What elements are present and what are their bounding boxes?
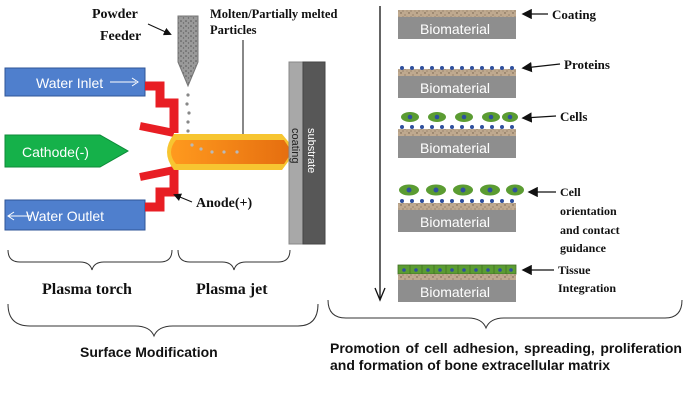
anode-lower-wedge bbox=[139, 166, 175, 181]
stage-label-3: and contact bbox=[560, 223, 620, 237]
plasma-torch-brace bbox=[7, 249, 173, 271]
protein-dots bbox=[400, 66, 514, 70]
protein-dots bbox=[400, 199, 514, 203]
promotion-caption: Promotion of cell adhesion, spreading, p… bbox=[330, 340, 682, 373]
biomaterial-label: Biomaterial bbox=[420, 140, 490, 156]
stage-arrow bbox=[521, 112, 557, 123]
cathode-label: Cathode(-) bbox=[22, 144, 89, 160]
biomaterial-block bbox=[398, 17, 516, 39]
water-outlet-label: Water Outlet bbox=[26, 208, 104, 224]
anode-upper-wedge bbox=[139, 122, 175, 137]
powder-feeder-label: Powder bbox=[92, 7, 138, 22]
cell-row bbox=[399, 184, 524, 196]
biomaterial-label: Biomaterial bbox=[420, 21, 490, 37]
biomaterial-label: Biomaterial bbox=[420, 284, 490, 300]
particles-label-2: Particles bbox=[210, 23, 257, 37]
stage-cell-orientation: Biomaterial Cell orientation and contact… bbox=[398, 184, 620, 255]
substrate-block bbox=[302, 61, 326, 245]
biomaterial-label: Biomaterial bbox=[420, 80, 490, 96]
anode-arrow bbox=[173, 193, 193, 203]
stage-proteins: Biomaterial Proteins bbox=[398, 57, 610, 98]
particles-label: Molten/Partially melted bbox=[210, 7, 337, 21]
stage-label: Cell bbox=[560, 185, 581, 199]
anode-label: Anode(+) bbox=[196, 196, 253, 211]
stage-coating: Biomaterial Coating bbox=[398, 7, 597, 39]
surface-modification-caption: Surface Modification bbox=[80, 344, 218, 360]
cathode-shape bbox=[4, 134, 130, 168]
stage-label-2: Integration bbox=[558, 281, 616, 295]
coating-label: coating bbox=[289, 128, 301, 163]
jet-particles bbox=[190, 143, 239, 154]
plasma-torch-label: Plasma torch bbox=[42, 281, 132, 298]
stage-label-2: orientation bbox=[560, 204, 617, 218]
stage-label: Coating bbox=[552, 7, 597, 22]
stage-label-4: guidance bbox=[560, 241, 607, 255]
powder-feeder-label-2: Feeder bbox=[100, 29, 141, 44]
protein-dots bbox=[400, 125, 514, 129]
stage-arrow bbox=[521, 61, 561, 73]
plasma-jet-brace bbox=[177, 249, 291, 271]
coating-speckle bbox=[398, 10, 516, 17]
biomaterial-label: Biomaterial bbox=[420, 214, 490, 230]
biomaterial-block bbox=[398, 210, 516, 232]
biomaterial-block bbox=[398, 76, 516, 98]
anode-lower-pipe bbox=[145, 170, 179, 212]
surface-modification-brace bbox=[7, 303, 319, 338]
progress-axis-arrowhead bbox=[374, 287, 386, 302]
stage-label: Tissue bbox=[558, 263, 591, 277]
cell-row bbox=[401, 112, 518, 122]
stage-cells: Biomaterial Cells bbox=[398, 109, 587, 158]
water-inlet-label: Water Inlet bbox=[36, 75, 103, 91]
falling-particles bbox=[185, 93, 191, 133]
plasma-jet-core bbox=[171, 140, 292, 164]
powder-feeder-arrow bbox=[147, 23, 172, 36]
powder-feeder-hopper bbox=[177, 15, 199, 88]
water-outlet-box bbox=[4, 199, 146, 231]
tissue-cell-dividers bbox=[409, 265, 507, 274]
stage-label: Cells bbox=[560, 109, 587, 124]
tissue-nuclei bbox=[402, 268, 513, 272]
plasma-jet-label: Plasma jet bbox=[196, 281, 268, 298]
stage-tissue-integration: Biomaterial Tissue Integration bbox=[397, 263, 616, 302]
substrate-label: substrate bbox=[305, 128, 317, 173]
biomaterial-block bbox=[398, 136, 516, 158]
biomaterial-block bbox=[398, 280, 516, 302]
anode-upper-pipe bbox=[145, 81, 179, 133]
promotion-brace bbox=[327, 299, 683, 330]
stage-label: Proteins bbox=[564, 57, 610, 72]
